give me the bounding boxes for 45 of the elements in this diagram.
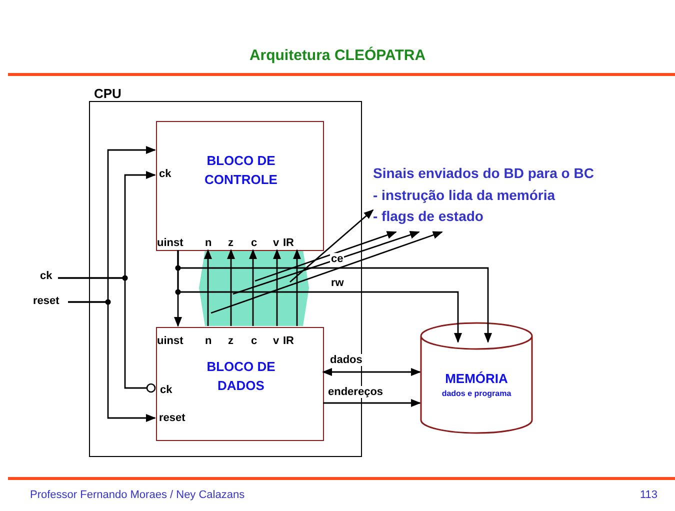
pin-label: n — [205, 237, 212, 250]
note-item: - flags de estado — [373, 209, 484, 224]
pin-label: n — [205, 335, 212, 348]
block-title: BLOCO DE DADOS — [206, 358, 276, 395]
signal-label: reset — [33, 295, 68, 308]
pin-label: v — [273, 237, 280, 250]
block-box — [156, 121, 324, 251]
edge-label: ce — [330, 253, 344, 266]
arrow — [68, 301, 156, 422]
pin-label: IR — [283, 237, 294, 250]
arrow — [323, 399, 421, 407]
pin-label: ck — [160, 384, 172, 396]
page-number: 113 — [640, 489, 658, 502]
pin-label: z — [228, 335, 234, 348]
pin-label: z — [228, 237, 234, 250]
edge-label: endereços — [327, 386, 384, 398]
pin-label: reset — [159, 412, 186, 424]
pin-label: v — [273, 335, 280, 348]
edge-label: dados — [329, 354, 364, 366]
arrow — [204, 249, 212, 326]
arrow — [210, 231, 443, 314]
arrow — [254, 231, 397, 282]
arrow — [322, 368, 421, 376]
arrow — [249, 249, 257, 326]
note-item: - instrução lida da memória — [373, 188, 556, 204]
note-heading: Sinais enviados do BD para o BC — [373, 166, 594, 182]
signal-label: ck — [40, 270, 58, 283]
arrow — [227, 249, 235, 326]
arrow — [290, 209, 374, 283]
memory-subtitle: dados e programa — [440, 388, 512, 400]
pin-label: ck — [159, 168, 172, 180]
pin-label: uinst — [157, 335, 184, 348]
footer-text: Professor Fernando Moraes / Ney Calazans — [30, 489, 245, 502]
pin-label: c — [251, 335, 258, 348]
cpu-label: CPU — [94, 87, 122, 102]
block-title: BLOCO DE CONTROLE — [204, 152, 278, 189]
arrow — [273, 249, 281, 326]
title: Arquitetura CLEÓPATRA — [248, 48, 427, 64]
memory-title: MEMÓRIA — [444, 370, 509, 388]
arrow — [232, 231, 420, 295]
block-box — [156, 327, 324, 441]
pin-label: c — [251, 237, 258, 250]
pin-label: uinst — [157, 237, 184, 250]
pin-label: IR — [283, 335, 294, 348]
arrow — [293, 249, 301, 326]
